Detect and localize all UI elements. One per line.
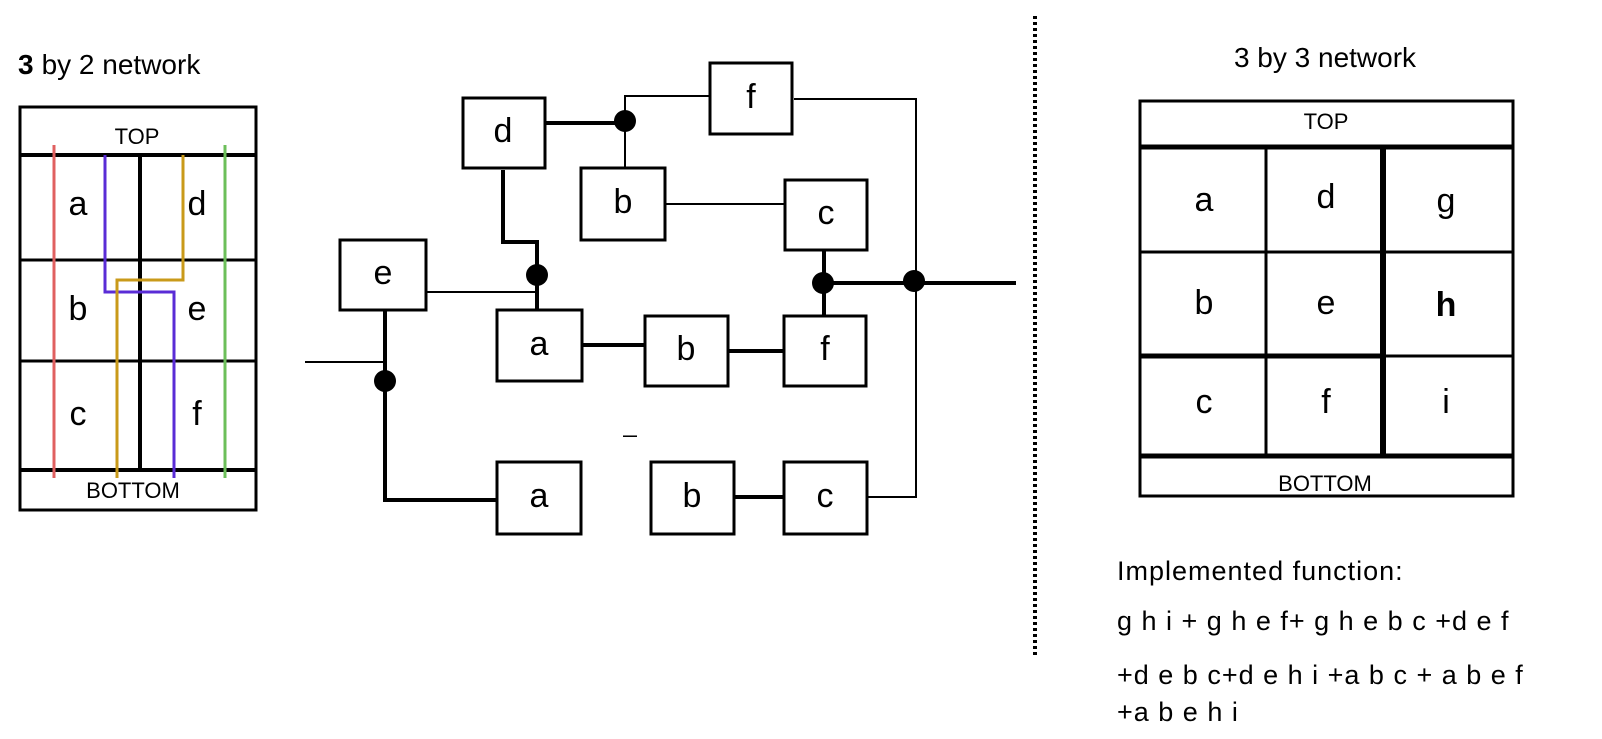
wire-c-bottom-up xyxy=(867,320,917,498)
right-cell-i: i xyxy=(1442,383,1450,421)
junction-dot xyxy=(812,272,834,294)
switch-box-c: c xyxy=(783,178,869,252)
left-cell-c: c xyxy=(70,395,87,433)
right-network: 3 by 3 network TOP BOTTOM a d g b e h c … xyxy=(1117,42,1524,727)
right-bottom-label: BOTTOM xyxy=(1278,471,1372,496)
svg-text:c: c xyxy=(818,194,835,232)
right-cell-e: e xyxy=(1317,284,1336,322)
left-cell-e: e xyxy=(188,290,207,328)
svg-text:b: b xyxy=(683,477,702,515)
svg-text:e: e xyxy=(374,254,393,292)
function-line-1: g h i + g h e f+ g h e b c +d e f xyxy=(1117,606,1510,636)
switch-box-e: e xyxy=(338,238,428,312)
right-cell-f: f xyxy=(1321,383,1331,421)
left-network: 3 by 2 network TOP BOTTOM a d b e c f xyxy=(18,49,258,512)
svg-text:a: a xyxy=(530,325,549,363)
svg-text:b: b xyxy=(614,183,633,221)
junction-dot xyxy=(526,264,548,286)
switch-box-b: b xyxy=(643,314,730,388)
minus-mark: _ xyxy=(622,411,637,438)
svg-text:c: c xyxy=(817,477,834,515)
svg-text:b: b xyxy=(677,330,696,368)
right-cell-b: b xyxy=(1195,284,1214,322)
left-title: 3 by 2 network xyxy=(18,49,201,80)
junction-dot xyxy=(374,370,396,392)
switch-box-c: c xyxy=(782,460,869,536)
left-cell-f: f xyxy=(192,395,202,433)
switch-box-f: f xyxy=(782,314,868,388)
right-grid-frame xyxy=(1138,99,1515,498)
switch-box-a: a xyxy=(495,460,583,536)
right-title: 3 by 3 network xyxy=(1234,42,1417,73)
wire-f-top-to-output xyxy=(794,98,917,352)
wire-to-f-top xyxy=(624,95,710,168)
switch-box-b: b xyxy=(649,460,736,536)
right-cell-g: g xyxy=(1437,182,1456,220)
switch-box-f: f xyxy=(708,61,794,136)
function-line-3: +a b e h i xyxy=(1117,697,1239,727)
function-title: Implemented function: xyxy=(1117,556,1404,586)
left-cell-d: d xyxy=(188,185,207,223)
wire-d-down xyxy=(501,170,539,310)
right-top-label: TOP xyxy=(1304,109,1349,134)
gold-path xyxy=(115,155,185,478)
wire-e-to-a-bottom xyxy=(383,310,497,502)
left-cell-a: a xyxy=(69,185,88,223)
switch-box-d: d xyxy=(461,96,547,170)
switch-box-b: b xyxy=(579,166,667,242)
middle-circuit: d f b c e a b f xyxy=(305,61,1016,536)
left-title-number: 3 xyxy=(18,49,34,80)
left-title-text: by 2 network xyxy=(42,49,202,80)
svg-text:a: a xyxy=(530,477,549,515)
blue-path xyxy=(103,155,176,478)
svg-text:f: f xyxy=(820,330,830,368)
right-cell-c: c xyxy=(1196,383,1213,421)
function-line-2: +d e b c+d e h i +a b c + a b e f xyxy=(1117,660,1524,690)
switch-box-a: a xyxy=(495,308,584,383)
right-cell-a: a xyxy=(1195,181,1214,219)
left-bottom-label: BOTTOM xyxy=(86,478,180,503)
left-top-label: TOP xyxy=(115,124,160,149)
left-cell-b: b xyxy=(69,290,88,328)
right-cell-d: d xyxy=(1317,178,1336,216)
junction-dot xyxy=(903,270,925,292)
right-cell-h: h xyxy=(1436,286,1457,324)
junction-dot xyxy=(614,110,636,132)
svg-text:d: d xyxy=(494,112,513,150)
svg-text:f: f xyxy=(746,78,756,116)
